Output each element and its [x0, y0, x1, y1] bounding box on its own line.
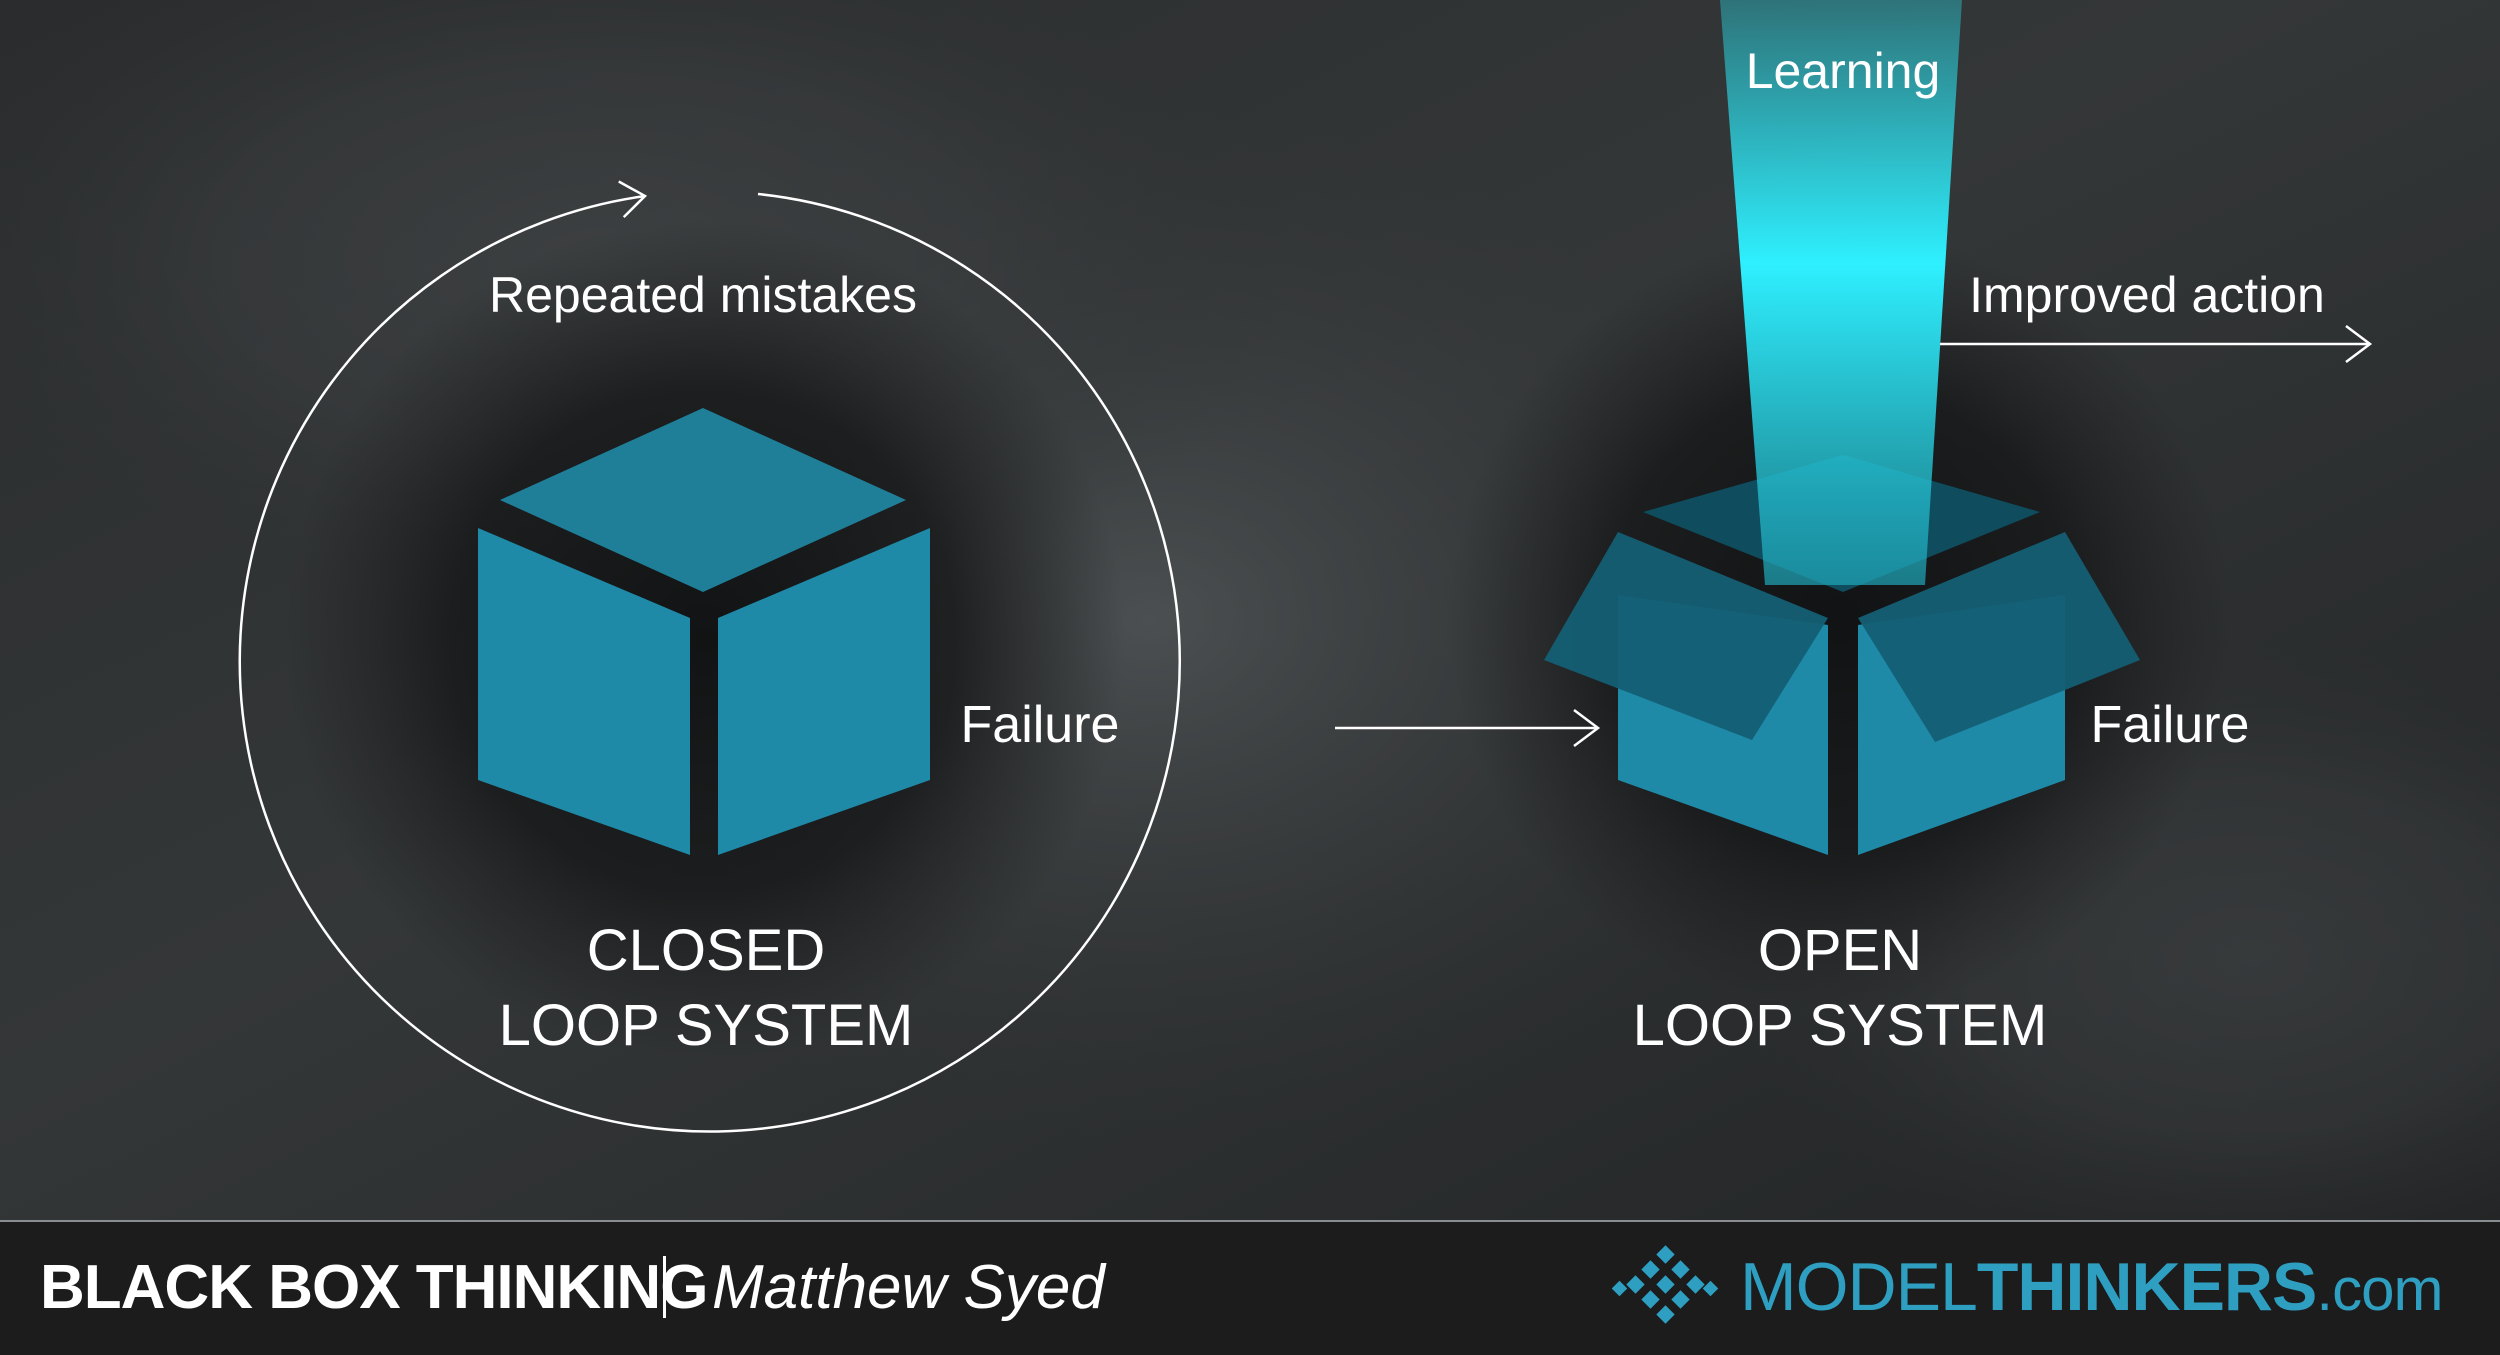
open-title-line1: OPEN — [1758, 918, 1922, 983]
open-loop-system: Learning Improved action Failure OPEN LO… — [1335, 0, 2373, 1058]
open-title-line2: LOOP SYSTEM — [1633, 993, 2048, 1058]
wordmark-model: MODEL — [1740, 1249, 1978, 1325]
learning-beam — [1720, 0, 1962, 585]
closed-box-shadow — [285, 220, 1125, 1060]
closed-title-line2: LOOP SYSTEM — [499, 993, 914, 1058]
wordmark-thinkers: THINKERS — [1976, 1249, 2318, 1325]
loop-systems-diagram: Repeated mistakes Failure CLOSED LOOP SY… — [0, 0, 2500, 1220]
wordmark-tld: .com — [2316, 1256, 2443, 1323]
closed-cube — [478, 408, 930, 855]
closed-loop-cycle-arrow — [238, 180, 1181, 1133]
open-failure-label: Failure — [2091, 696, 2250, 754]
improved-action-label: Improved action — [1969, 267, 2325, 323]
footer-bar: BLACK BOX THINKING Matthew Syed MODELTHI… — [0, 1220, 2500, 1355]
modelthinkers-wordmark: MODELTHINKERS.com — [1740, 1246, 2443, 1331]
book-title: BLACK BOX THINKING — [40, 1253, 708, 1322]
title-author-separator — [663, 1256, 666, 1318]
closed-cube-top — [500, 408, 906, 592]
closed-title-line1: CLOSED — [587, 918, 826, 983]
closed-cube-left-face — [478, 528, 690, 855]
modelthinkers-logo-icon — [1611, 1245, 1719, 1324]
closed-loop-system: Repeated mistakes Failure CLOSED LOOP SY… — [238, 180, 1181, 1133]
book-author: Matthew Syed — [712, 1253, 1105, 1322]
open-box-left-flap — [1544, 532, 1828, 740]
repeated-mistakes-label: Repeated mistakes — [489, 267, 917, 323]
open-box-right-flap — [1858, 532, 2140, 742]
open-box-shadow — [1450, 230, 2230, 1010]
learning-label: Learning — [1746, 43, 1941, 99]
closed-cube-right-face — [718, 528, 930, 855]
closed-failure-label: Failure — [961, 696, 1120, 754]
